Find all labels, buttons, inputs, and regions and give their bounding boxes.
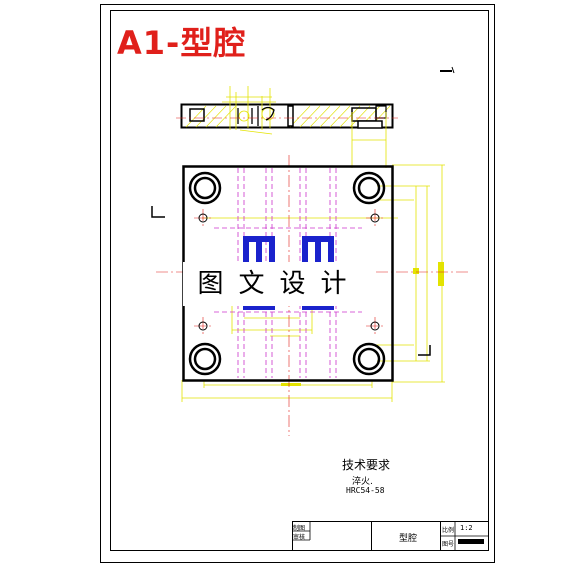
drawing-number-bar: [458, 539, 484, 544]
title-block-part-name: 型腔: [399, 534, 418, 544]
title-block-frame: [292, 521, 489, 551]
surface-finish-mark: [440, 66, 455, 74]
outer-border: [100, 4, 495, 563]
section-view: [176, 86, 398, 135]
title-block-drawn-label: 制图: [293, 525, 306, 532]
title-block-scale: 1:2: [460, 524, 473, 532]
technical-requirement-item: 淬火.: [352, 477, 373, 487]
technical-requirements-heading: 技术要求: [342, 458, 391, 472]
title-block-checked-label: 审核: [293, 534, 306, 541]
watermark-text: 图文设计: [183, 262, 376, 306]
title-block-ratio-label: 比例: [442, 527, 455, 534]
drawing-title: A1-型腔: [117, 24, 247, 62]
technical-requirement-item: HRC54-58: [346, 486, 385, 495]
title-block-drawing-no-label: 图号: [442, 541, 455, 548]
